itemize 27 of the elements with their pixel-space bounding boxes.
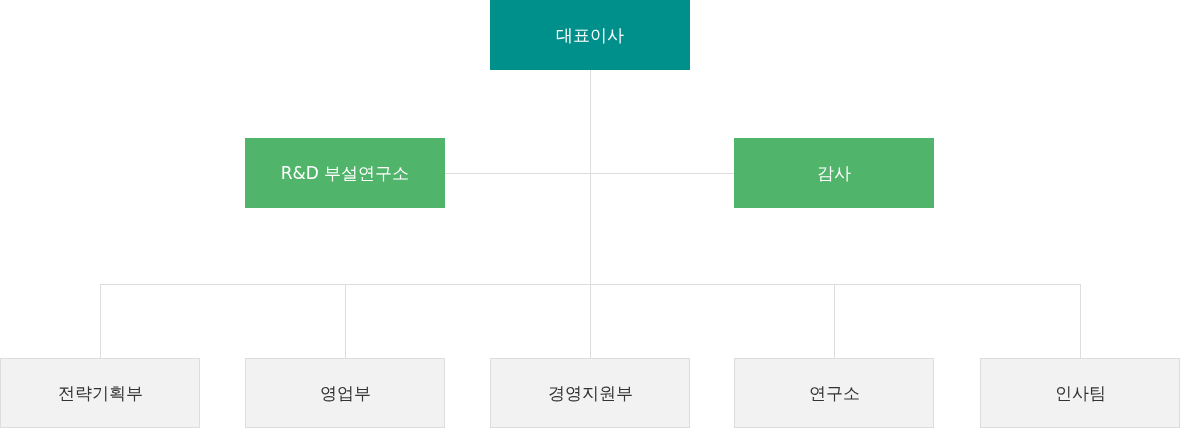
connector-line xyxy=(589,172,735,174)
department-box xyxy=(490,358,690,428)
connector-line xyxy=(344,283,591,285)
department-box xyxy=(245,358,445,428)
unit-name: 전략기획부 xyxy=(57,382,143,404)
unit-name: 인사팀 xyxy=(1054,382,1106,404)
unit-name: 영업부 xyxy=(319,382,371,404)
staff-unit-box xyxy=(245,138,445,208)
department-box xyxy=(734,358,934,428)
connector-line xyxy=(589,283,835,285)
connector-line xyxy=(589,172,591,285)
connector-line xyxy=(589,69,591,174)
unit-name: 연구소 xyxy=(808,382,860,404)
connector-line xyxy=(833,283,835,359)
connector-line xyxy=(344,283,346,359)
unit-name: R&D 부설연구소 xyxy=(280,162,410,184)
connector-line xyxy=(589,283,591,359)
unit-name: 대표이사 xyxy=(556,24,624,46)
unit-name: 감사 xyxy=(817,162,851,184)
connector-line xyxy=(99,283,346,359)
staff-unit-box xyxy=(734,138,934,208)
department-box xyxy=(0,358,200,428)
department-box xyxy=(980,358,1180,428)
unit-name: 경영지원부 xyxy=(547,382,633,404)
connector-line xyxy=(833,283,1081,359)
executive-box xyxy=(490,0,690,70)
connector-line xyxy=(444,172,591,174)
